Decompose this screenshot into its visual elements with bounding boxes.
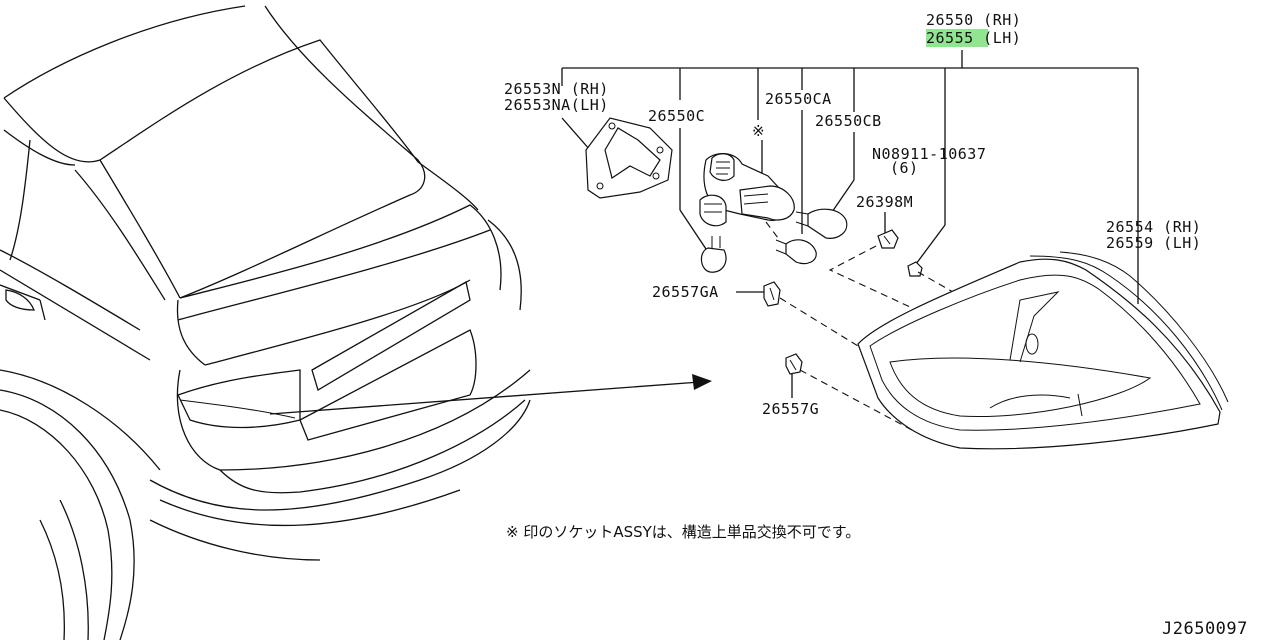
tail-lamp-lens <box>857 251 1229 450</box>
car-rear-illustration <box>0 5 531 640</box>
label-nut: N08911-10637 <box>872 145 986 163</box>
leader-lines <box>561 50 1139 398</box>
grommet-26557ga <box>763 281 781 307</box>
grommet-26557g <box>785 353 803 375</box>
label-socket-ca: 26550CA <box>765 90 832 108</box>
label-grommet-ga: 26557GA <box>652 283 719 301</box>
nut-n08911 <box>907 261 923 277</box>
location-arrow <box>269 374 712 415</box>
label-socket-c: 26550C <box>648 107 705 125</box>
socket-assembly <box>699 153 848 273</box>
label-tail-lamp-lh: 26555 (LH) <box>926 29 1021 47</box>
label-clip-26398m: 26398M <box>856 193 913 211</box>
label-gasket-rh: 26553N (RH) <box>504 80 609 98</box>
gasket-plate <box>585 117 673 199</box>
label-socket-cb: 26550CB <box>815 112 882 130</box>
footnote: ※ 印のソケットASSYは、構造上単品交換不可です。 <box>506 523 860 541</box>
part-highlight <box>926 29 988 47</box>
clip-26398m <box>877 229 899 249</box>
label-gasket-lh: 26553NA(LH) <box>504 96 609 114</box>
label-tail-lamp-rh: 26550 (RH) <box>926 11 1021 29</box>
label-grommet-g: 26557G <box>762 400 819 418</box>
diagram-id: J2650097 <box>1162 619 1248 639</box>
label-lens-rh: 26554 (RH) <box>1106 218 1201 236</box>
label-lens-lh: 26559 (LH) <box>1106 234 1201 252</box>
label-nut-qty: (6) <box>890 159 919 177</box>
socket-marker: ※ <box>752 122 765 140</box>
